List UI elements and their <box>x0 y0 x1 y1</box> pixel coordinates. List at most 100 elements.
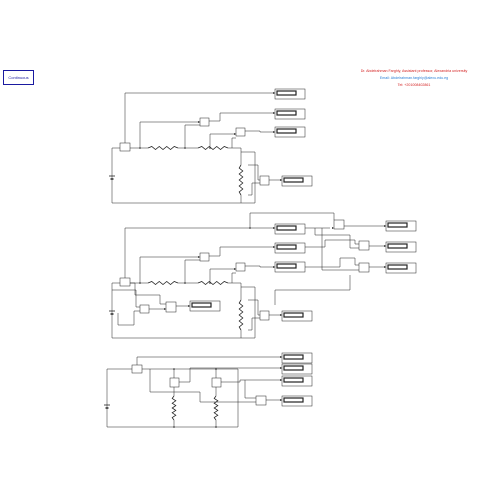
wire <box>245 265 275 268</box>
circuit3-display-i1-value <box>283 365 304 371</box>
junction-dot <box>173 426 175 428</box>
circuit3-resistor-r2[interactable] <box>213 395 219 421</box>
author-phone: Tel: +201008402861 <box>397 83 431 87</box>
wire <box>124 92 275 143</box>
circuit3-display-total-current-value <box>283 354 304 360</box>
author-email: Email: Abdelrahman.farghly@alexu.edu.eg <box>379 76 449 80</box>
circuit2-resistor-r1[interactable] <box>147 280 179 286</box>
circuit2-display-p2-value <box>387 243 408 249</box>
circuit3-current-sensor-total[interactable] <box>131 364 143 374</box>
wire <box>209 246 275 257</box>
arrow-head <box>384 225 386 227</box>
circuit2-resistor-r3[interactable] <box>238 299 244 331</box>
circuit3-product-block[interactable] <box>255 395 267 406</box>
junction-dot <box>184 147 186 149</box>
circuit2-display-current-value <box>276 225 297 231</box>
author-credits: Dr. Abdelrahman Farghly, Assistant profe… <box>330 68 498 89</box>
circuit2-product-block[interactable] <box>259 310 270 321</box>
arrow-head <box>273 246 275 248</box>
circuit1-display-v1-value <box>276 110 297 116</box>
wire <box>314 228 359 249</box>
circuit2-product-p3[interactable] <box>358 262 370 273</box>
wire <box>274 289 350 305</box>
circuit3-resistor-r1[interactable] <box>171 395 177 421</box>
circuit1-voltage-sensor-1[interactable] <box>199 117 210 127</box>
arrow-head <box>332 227 334 229</box>
wire <box>231 137 236 148</box>
wire <box>244 380 256 399</box>
arrow-head <box>273 112 275 114</box>
arrow-head <box>164 308 166 310</box>
circuit2-display-power-r3-value <box>283 312 304 318</box>
circuit1-display-v2-value <box>276 128 297 134</box>
arrow-head <box>280 399 282 401</box>
junction-dot <box>173 368 175 370</box>
wire <box>124 227 275 278</box>
wire <box>139 256 200 283</box>
powergui-label: Continuous <box>8 75 29 80</box>
circuit2-product-p1[interactable] <box>333 219 345 230</box>
arrow-head <box>198 121 200 123</box>
wire <box>249 212 335 228</box>
arrow-head <box>234 268 236 270</box>
junction-dot <box>209 282 211 284</box>
wire <box>117 310 140 326</box>
junction-dot <box>209 147 211 149</box>
circuit3-current-sensor-branch1[interactable] <box>169 377 180 388</box>
circuit1-voltage-sensor-2[interactable] <box>235 127 246 137</box>
wire <box>209 268 236 283</box>
circuit2-voltage-sensor-2[interactable] <box>235 262 246 272</box>
wire <box>136 356 282 365</box>
circuit1-resistor-r1[interactable] <box>147 145 179 151</box>
arrow-head <box>188 305 190 307</box>
junction-dot <box>139 282 141 284</box>
arrow-head <box>384 266 386 268</box>
wire <box>248 299 260 316</box>
powergui-block[interactable]: Continuous <box>3 70 34 85</box>
circuit2-resistor-r2[interactable] <box>197 280 229 286</box>
circuit2-voltage-sensor-1[interactable] <box>199 252 210 262</box>
arrow-head <box>280 356 282 358</box>
junction-dot <box>215 426 217 428</box>
arrow-head <box>280 179 282 181</box>
wire <box>248 182 260 196</box>
arrow-head <box>234 133 236 135</box>
circuit3-current-sensor-branch2[interactable] <box>211 377 222 388</box>
wire <box>139 121 200 148</box>
wire <box>130 282 166 305</box>
circuit2-source-voltage-sensor[interactable] <box>139 304 150 314</box>
junction-dot <box>184 282 186 284</box>
circuit2-display-v1-value <box>276 244 297 250</box>
circuit1-current-sensor[interactable] <box>119 142 131 152</box>
circuit3-display-power-value <box>283 397 304 403</box>
wire <box>321 228 359 271</box>
wire <box>209 133 236 148</box>
circuit2-display-v2-value <box>276 263 297 269</box>
junction-dot <box>139 147 141 149</box>
arrow-head <box>384 245 386 247</box>
wire <box>231 272 236 283</box>
wire <box>248 317 260 331</box>
wire <box>305 239 359 248</box>
wire <box>221 379 282 383</box>
wire <box>184 259 200 283</box>
circuit2-display-power-source-value <box>191 302 212 308</box>
circuit1-resistor-r3[interactable] <box>238 164 244 196</box>
arrow-head <box>273 92 275 94</box>
circuit2-product-p2[interactable] <box>358 240 370 251</box>
wire <box>245 130 275 133</box>
circuit1-product-block[interactable] <box>259 175 270 186</box>
circuit1-loop <box>111 148 256 204</box>
circuit1-display-power-value <box>283 177 304 183</box>
junction-dot <box>249 227 251 229</box>
arrow-head <box>280 314 282 316</box>
author-name: Dr. Abdelrahman Farghly, Assistant profe… <box>360 69 468 73</box>
circuit2-product-source[interactable] <box>165 301 177 313</box>
arrow-head <box>273 266 275 268</box>
circuit1-resistor-r2[interactable] <box>197 145 229 151</box>
circuit2-current-sensor[interactable] <box>119 277 131 287</box>
circuit2-loop <box>111 283 256 339</box>
wire <box>305 257 359 268</box>
arrow-head <box>280 367 282 369</box>
